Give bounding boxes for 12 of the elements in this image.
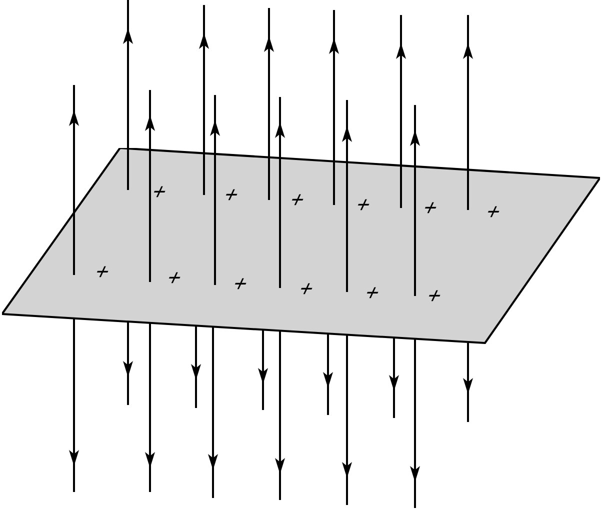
plus-sign: +: [162, 267, 186, 289]
plus-sign: +: [294, 278, 318, 300]
plus-sign: +: [286, 189, 309, 211]
plus-sign: +: [90, 261, 114, 283]
plus-sign: +: [148, 181, 171, 203]
plus-sign: +: [228, 273, 252, 295]
plus-sign: +: [482, 201, 505, 223]
plus-sign: +: [220, 184, 243, 206]
plus-sign: +: [422, 285, 446, 307]
plus-sign: +: [352, 194, 375, 216]
plus-sign: +: [360, 282, 384, 304]
plus-sign: +: [418, 197, 442, 219]
